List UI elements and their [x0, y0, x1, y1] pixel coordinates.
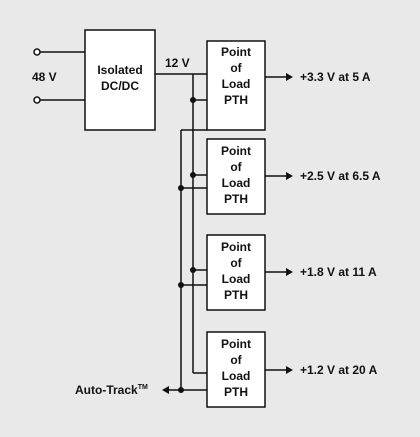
input-terminal-positive: [33, 48, 41, 56]
svg-text:PTH: PTH: [224, 93, 248, 107]
converter-label-line2: DC/DC: [101, 79, 139, 93]
bus-voltage-label: 12 V: [165, 56, 190, 70]
isolated-dcdc-converter: [84, 29, 156, 131]
output-label-4: +1.2 V at 20 A: [300, 363, 378, 377]
bus-junction-3: [190, 267, 196, 273]
converter-label-line1: Isolated: [97, 63, 142, 77]
autotrack-arrow-icon: [162, 386, 169, 394]
svg-text:PTH: PTH: [224, 288, 248, 302]
svg-text:Load: Load: [222, 77, 251, 91]
svg-text:Load: Load: [222, 369, 251, 383]
autotrack-junction-3: [178, 282, 184, 288]
svg-text:PTH: PTH: [224, 385, 248, 399]
svg-text:of: of: [230, 61, 242, 75]
bus-junction-2: [190, 172, 196, 178]
svg-text:Load: Load: [222, 272, 251, 286]
pol-module-4: Point of Load PTH: [206, 331, 266, 408]
svg-text:Load: Load: [222, 176, 251, 190]
svg-text:Point: Point: [221, 144, 251, 158]
svg-text:of: of: [230, 256, 242, 270]
input-voltage-label: 48 V: [32, 70, 57, 84]
autotrack-label: Auto-TrackTM: [75, 383, 148, 397]
output-label-3: +1.8 V at 11 A: [300, 265, 377, 279]
svg-text:of: of: [230, 160, 242, 174]
svg-text:of: of: [230, 353, 242, 367]
output-arrow-4-icon: [286, 366, 293, 374]
output-arrow-3-icon: [286, 268, 293, 276]
svg-text:PTH: PTH: [224, 192, 248, 206]
output-arrow-2-icon: [286, 172, 293, 180]
svg-text:Point: Point: [221, 240, 251, 254]
svg-text:Point: Point: [221, 337, 251, 351]
autotrack-junction-2: [178, 185, 184, 191]
pol-module-2: Point of Load PTH: [206, 138, 266, 215]
svg-text:Point: Point: [221, 45, 251, 59]
pol-module-1: Point of Load PTH: [206, 40, 266, 131]
input-terminal-negative: [33, 96, 41, 104]
output-label-1: +3.3 V at 5 A: [300, 70, 371, 84]
output-arrow-1-icon: [286, 73, 293, 81]
pol-module-3: Point of Load PTH: [206, 234, 266, 311]
output-label-2: +2.5 V at 6.5 A: [300, 169, 381, 183]
